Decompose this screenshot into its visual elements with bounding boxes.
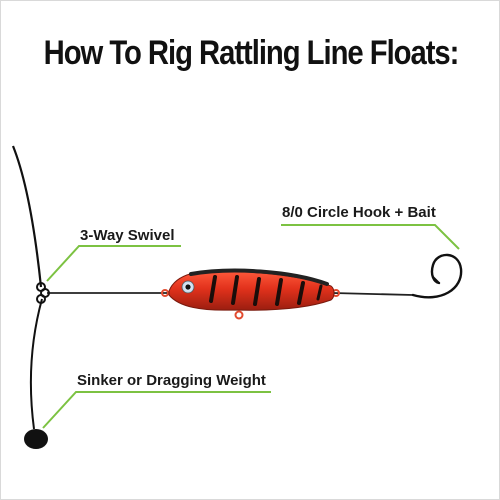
sinker-dropper-line	[29, 298, 43, 430]
sinker-label: Sinker or Dragging Weight	[77, 372, 266, 389]
float-body	[168, 270, 335, 311]
rattling-float	[161, 268, 340, 320]
hook-label: 8/0 Circle Hook + Bait	[282, 204, 436, 221]
swivel-callout-line	[46, 245, 181, 282]
main-line	[11, 145, 43, 288]
hook-callout-line	[281, 224, 460, 250]
swivel-label: 3-Way Swivel	[80, 227, 175, 244]
sinker-callout-line	[42, 391, 271, 429]
page-title: How To Rig Rattling Line Floats:	[43, 34, 460, 72]
circle-hook-icon	[411, 253, 463, 299]
leader-line-back	[332, 292, 414, 296]
sinker-weight	[24, 429, 48, 449]
three-way-swivel	[36, 282, 50, 304]
